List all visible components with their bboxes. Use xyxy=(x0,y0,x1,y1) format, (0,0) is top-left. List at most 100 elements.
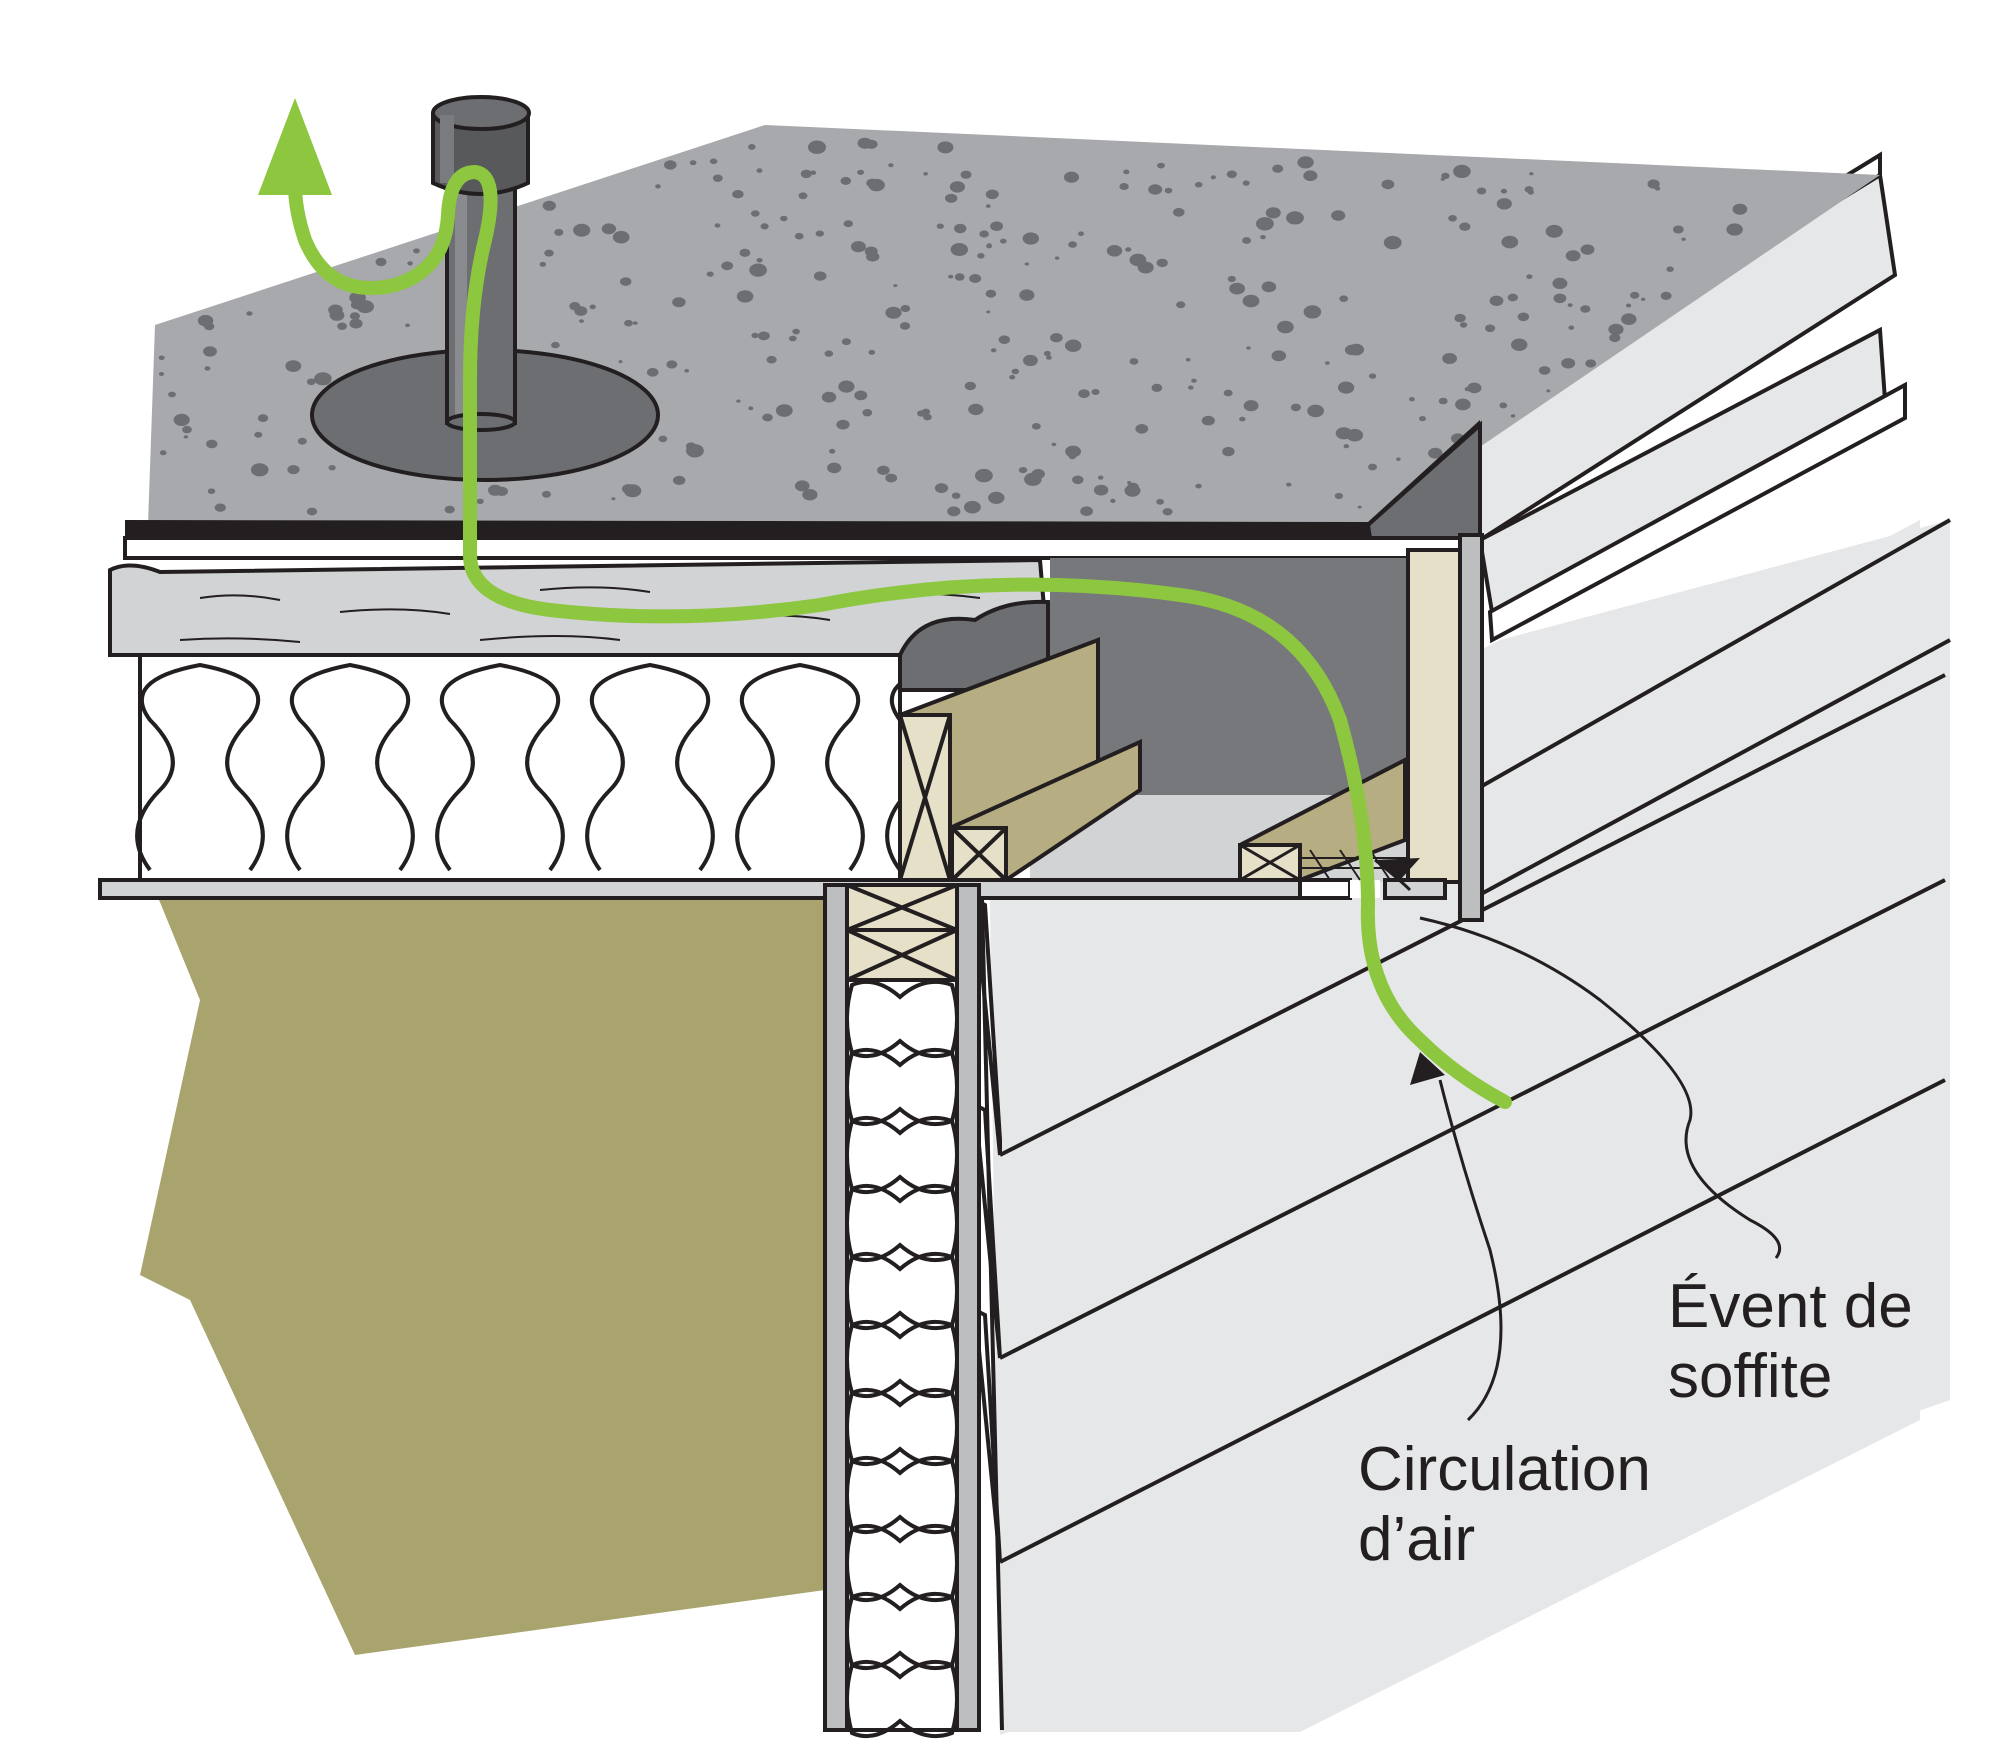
gravel-dot xyxy=(306,378,316,386)
gravel-dot xyxy=(923,172,928,176)
gravel-dot xyxy=(857,169,865,175)
gravel-dot xyxy=(1239,416,1246,422)
gravel-dot xyxy=(1511,338,1528,351)
gravel-dot xyxy=(1064,171,1079,183)
gravel-dot xyxy=(1019,289,1035,301)
gravel-dot xyxy=(1271,350,1287,362)
gravel-dot xyxy=(829,448,836,454)
gravel-dot xyxy=(542,490,551,498)
gravel-dot xyxy=(985,289,997,298)
gravel-dot xyxy=(808,140,826,154)
gravel-dot xyxy=(1046,355,1052,360)
gravel-dot xyxy=(936,223,944,229)
gravel-dot xyxy=(1261,281,1277,293)
gravel-dot xyxy=(841,338,852,346)
gravel-dot xyxy=(204,366,211,371)
gravel-dot xyxy=(1018,467,1028,474)
gravel-dot xyxy=(1093,484,1109,496)
gravel-dot xyxy=(1438,397,1448,405)
gravel-dot xyxy=(917,410,926,417)
gravel-dot xyxy=(1072,475,1084,485)
gravel-dot xyxy=(673,475,686,485)
gravel-dot xyxy=(601,223,617,235)
gravel-dot xyxy=(1428,447,1443,459)
gravel-dot xyxy=(405,323,410,328)
gravel-dot xyxy=(800,169,812,179)
gravel-dot xyxy=(788,335,797,342)
gravel-dot xyxy=(620,277,632,286)
gravel-dot xyxy=(1043,350,1051,357)
gravel-dot xyxy=(979,230,989,238)
gravel-dot xyxy=(990,348,997,353)
gravel-dot xyxy=(865,139,878,149)
gravel-dot xyxy=(1538,366,1551,375)
roof-assembly xyxy=(98,533,1484,922)
gravel-dot xyxy=(350,300,363,310)
gravel-dot xyxy=(197,314,214,327)
gravel-dot xyxy=(285,360,302,372)
vent-arrowhead xyxy=(1375,858,1420,880)
gravel-dot xyxy=(758,331,770,341)
gravel-dot xyxy=(1024,262,1030,266)
gravel-dot xyxy=(1467,382,1482,394)
gravel-dot xyxy=(413,248,420,254)
gravel-dot xyxy=(1068,453,1077,460)
gravel-dot xyxy=(1545,224,1563,238)
gravel-dot xyxy=(328,465,336,471)
gravel-dot xyxy=(794,480,810,492)
gravel-dot xyxy=(937,141,954,154)
gravel-dot xyxy=(1191,378,1197,383)
gravel-dot xyxy=(544,249,554,257)
gravel-dot xyxy=(158,355,165,361)
gravel-dot xyxy=(1135,424,1149,434)
gravel-dot xyxy=(495,486,508,496)
gravel-dot xyxy=(709,158,718,165)
leader-lines xyxy=(1374,858,1782,1422)
roof-vent-icon xyxy=(310,95,660,482)
gravel-dot xyxy=(712,174,723,182)
gravel-dot xyxy=(1440,177,1445,181)
gravel-dot xyxy=(1125,247,1132,252)
gravel-dot xyxy=(866,178,879,188)
gravel-dot xyxy=(1157,162,1165,169)
batt-insulation-loop xyxy=(135,662,265,872)
gravel-dot xyxy=(1080,506,1093,516)
gravel-dot xyxy=(1409,397,1415,402)
gravel-dot xyxy=(1580,305,1591,313)
gravel-dot xyxy=(1419,416,1426,422)
gravel-dot xyxy=(1325,361,1330,365)
gravel-dot xyxy=(1527,189,1534,195)
gravel-dot xyxy=(1565,250,1581,262)
gravel-dot xyxy=(1338,381,1355,394)
batt-insulation-loop xyxy=(435,662,565,872)
gravel-dot xyxy=(968,403,984,416)
gravel-dot xyxy=(1078,231,1084,236)
gravel-dot xyxy=(780,215,788,222)
gravel-dot xyxy=(815,230,824,237)
gravel-dot xyxy=(1031,423,1041,430)
gravel-dot xyxy=(1173,207,1185,217)
gravel-dot xyxy=(666,360,678,369)
gravel-dot xyxy=(1459,322,1468,328)
gravel-dot xyxy=(206,439,218,449)
gravel-dot xyxy=(749,263,767,277)
gravel-dot xyxy=(1129,358,1139,365)
gravel-dot xyxy=(1529,172,1534,176)
gravel-dot xyxy=(802,489,818,501)
gravel-dot xyxy=(986,310,991,314)
gravel-dot xyxy=(948,274,954,279)
gravel-dot xyxy=(159,450,167,456)
gravel-dot xyxy=(900,304,911,313)
gravel-dot xyxy=(337,322,347,330)
gravel-dot xyxy=(646,367,659,377)
gravel-dot xyxy=(977,253,985,259)
gravel-dot xyxy=(1000,238,1007,244)
gravel-dot xyxy=(950,243,968,256)
gravel-dot xyxy=(579,319,584,323)
gravel-dot xyxy=(1098,475,1104,480)
gravel-dot xyxy=(756,168,763,173)
air-circulation-label-line2: d’air xyxy=(1358,1505,1476,1574)
gravel-dot xyxy=(589,304,596,310)
gravel-dot xyxy=(1647,179,1660,189)
gravel-dot xyxy=(1396,457,1401,461)
